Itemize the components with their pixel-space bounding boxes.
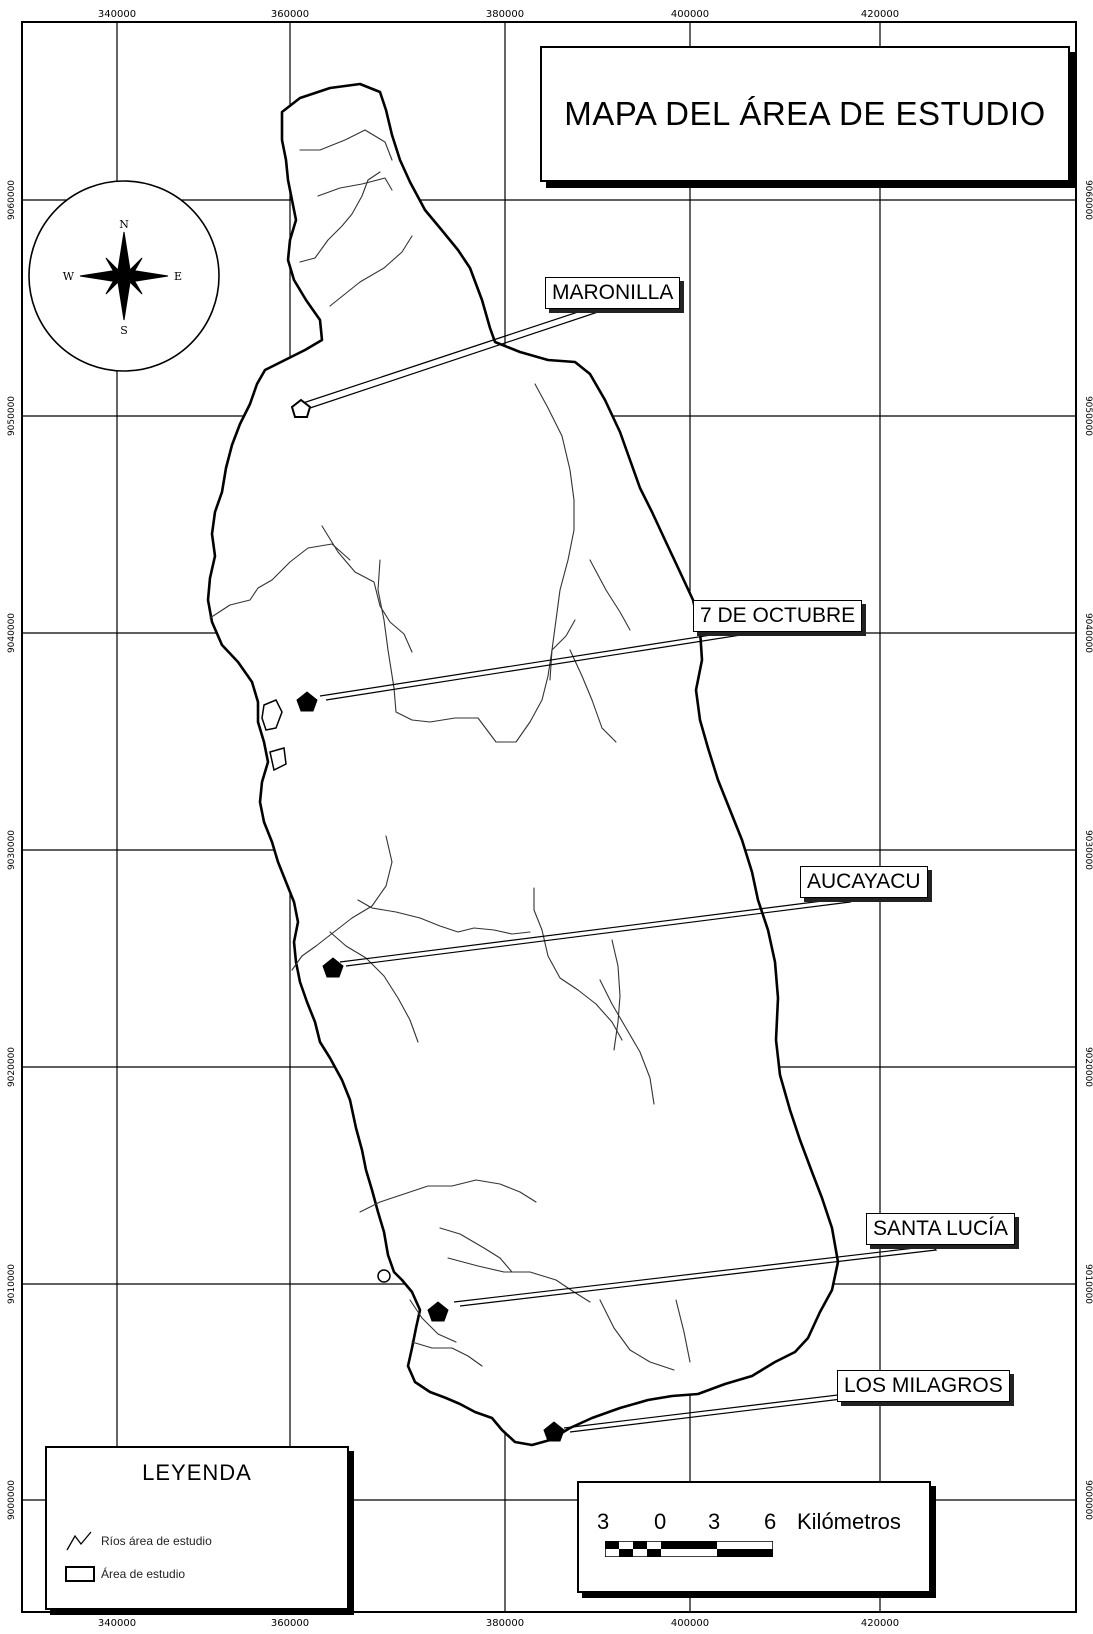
x-axis-ticks-top: 340000 360000 380000 400000 420000 <box>98 9 899 20</box>
x-tick: 400000 <box>671 9 709 20</box>
x-tick: 360000 <box>271 9 309 20</box>
place-symbols <box>290 398 565 1442</box>
river-line-icon <box>66 1531 92 1551</box>
map-title: MAPA DEL ÁREA DE ESTUDIO <box>564 95 1046 132</box>
legend-title: LEYENDA <box>142 1460 252 1485</box>
scale-number: 6 <box>764 1509 777 1534</box>
maronilla-pentagon-icon <box>290 398 312 418</box>
x-tick: 340000 <box>98 9 136 20</box>
scale-number: 0 <box>654 1509 667 1534</box>
y-tick: 9000000 <box>1083 1480 1093 1520</box>
coastal-islet <box>377 1269 391 1283</box>
7-de-octubre-pentagon-icon <box>296 691 318 712</box>
x-tick: 360000 <box>271 1618 309 1629</box>
los-milagros-pentagon-icon <box>543 1421 565 1442</box>
x-tick: 340000 <box>98 1618 136 1629</box>
y-tick: 9010000 <box>1083 1264 1093 1304</box>
compass-s: S <box>120 324 128 337</box>
legend-row-area: Área de estudio <box>65 1566 185 1582</box>
scale-bar-box: 3 0 3 6 Kilómetros <box>577 1481 931 1593</box>
aucayacu-pentagon-icon <box>322 957 344 978</box>
scale-number: 3 <box>708 1509 721 1534</box>
y-axis-ticks-right: 9060000 9050000 9040000 9030000 9020000 … <box>1083 180 1093 1520</box>
legend-label-rivers: Ríos área de estudio <box>101 1534 212 1548</box>
label-aucayacu: AUCAYACU <box>800 866 928 898</box>
y-tick: 9020000 <box>1083 1047 1093 1087</box>
study-area-outline <box>206 82 840 1447</box>
legend-row-rivers: Ríos área de estudio <box>65 1530 212 1552</box>
y-tick: 9060000 <box>7 180 17 220</box>
area-rectangle-icon <box>65 1566 95 1582</box>
legend-box: LEYENDA Ríos área de estudio Área de est… <box>45 1446 349 1610</box>
compass-e: E <box>174 270 182 283</box>
rivers <box>209 129 691 1371</box>
scale-unit: Kilómetros <box>797 1509 901 1534</box>
label-los-milagros: LOS MILAGROS <box>837 1370 1010 1402</box>
x-tick: 420000 <box>861 1618 899 1629</box>
y-tick: 9030000 <box>7 830 17 870</box>
map-frame <box>21 21 1077 1613</box>
label-santa-lucia: SANTA LUCÍA <box>866 1213 1015 1245</box>
compass-n: N <box>119 218 129 231</box>
y-tick: 9010000 <box>7 1264 17 1304</box>
map-title-box: MAPA DEL ÁREA DE ESTUDIO <box>540 46 1070 182</box>
santa-lucia-pentagon-icon <box>427 1301 449 1322</box>
y-axis-ticks-left: 9060000 9050000 9040000 9030000 9020000 … <box>7 180 17 1520</box>
x-tick: 380000 <box>486 1618 524 1629</box>
legend-label-area: Área de estudio <box>101 1567 186 1581</box>
x-tick: 380000 <box>486 9 524 20</box>
coastal-islet <box>261 699 283 731</box>
compass-w: W <box>63 270 75 283</box>
y-tick: 9030000 <box>1083 830 1093 870</box>
coastal-islet <box>269 747 287 772</box>
compass-rose-icon <box>79 231 169 321</box>
y-tick: 9000000 <box>7 1480 17 1520</box>
y-tick: 9020000 <box>7 1047 17 1087</box>
x-tick: 420000 <box>861 9 899 20</box>
y-tick: 9060000 <box>1083 180 1093 220</box>
y-tick: 9040000 <box>1083 613 1093 653</box>
x-tick: 400000 <box>671 1618 709 1629</box>
x-axis-ticks-bottom: 340000 360000 380000 400000 420000 <box>98 1618 899 1629</box>
north-arrow: N S E W <box>28 180 220 372</box>
scale-number: 3 <box>597 1509 610 1534</box>
y-tick: 9050000 <box>7 396 17 436</box>
y-tick: 9050000 <box>1083 396 1093 436</box>
scale-bar-graphic <box>605 1541 773 1557</box>
label-7-de-octubre: 7 DE OCTUBRE <box>693 600 863 632</box>
y-tick: 9040000 <box>7 613 17 653</box>
label-maronilla: MARONILLA <box>545 277 681 309</box>
